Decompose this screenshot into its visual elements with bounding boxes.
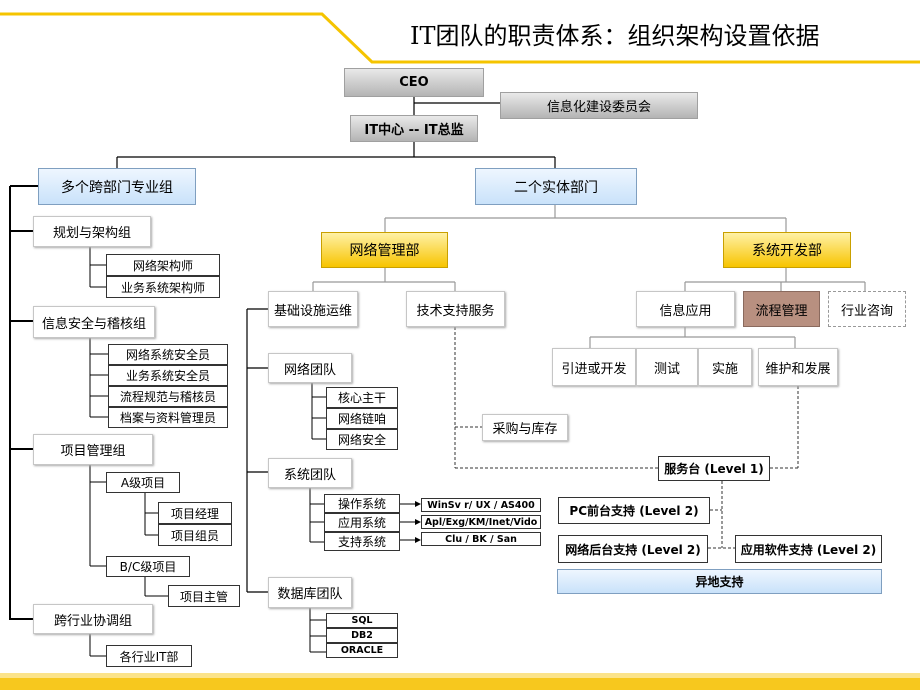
infra-ops[interactable]: 基础设施运维	[268, 291, 358, 327]
list-item[interactable]: 网络系统安全员	[108, 344, 228, 365]
list-item[interactable]: 项目组员	[158, 524, 232, 546]
system-team[interactable]: 系统团队	[268, 458, 352, 488]
footer-band	[0, 678, 920, 690]
page-title: IT团队的职责体系：组织架构设置依据	[410, 22, 820, 50]
network-support[interactable]: 网络后台支持 (Level 2)	[558, 535, 708, 563]
sysdev-dept[interactable]: 系统开发部	[723, 232, 851, 268]
a-level-project[interactable]: A级项目	[106, 472, 180, 493]
industry-consult[interactable]: 行业咨询	[828, 291, 906, 327]
os-detail: WinSv r/ UX / AS400	[421, 498, 541, 512]
support-detail: Clu / BK / San	[421, 532, 541, 546]
list-item[interactable]: ORACLE	[326, 643, 398, 658]
app-software-support[interactable]: 应用软件支持 (Level 2)	[735, 535, 882, 563]
list-item[interactable]: 项目主管	[168, 585, 240, 607]
app-system-item[interactable]: 应用系统	[324, 513, 400, 532]
list-item[interactable]: 档案与资料管理员	[108, 407, 228, 428]
header-accent-line	[0, 12, 920, 64]
list-item[interactable]: 各行业IT部	[106, 645, 192, 667]
list-item[interactable]: 网络架构师	[106, 254, 220, 276]
cross-industry-group[interactable]: 跨行业协调组	[33, 604, 153, 634]
list-item[interactable]: 流程规范与稽核员	[108, 386, 228, 407]
planning-group[interactable]: 规划与架构组	[33, 216, 151, 247]
phase-implement[interactable]: 实施	[698, 348, 752, 386]
network-dept[interactable]: 网络管理部	[321, 232, 448, 268]
ceo-box[interactable]: CEO	[344, 68, 484, 97]
list-item[interactable]: SQL	[326, 613, 398, 628]
app-detail: Apl/Exg/KM/Inet/Vido	[421, 515, 541, 529]
list-item[interactable]: DB2	[326, 628, 398, 643]
list-item[interactable]: 核心主干	[326, 387, 398, 408]
tech-support[interactable]: 技术支持服务	[406, 291, 505, 327]
phase-maintain[interactable]: 维护和发展	[758, 348, 838, 386]
info-app[interactable]: 信息应用	[636, 291, 735, 327]
security-group[interactable]: 信息安全与稽核组	[33, 306, 155, 338]
cross-dept-groups-header[interactable]: 多个跨部门专业组	[38, 168, 196, 205]
list-item[interactable]: 业务系统安全员	[108, 365, 228, 386]
list-item[interactable]: 网络安全	[326, 429, 398, 450]
database-team[interactable]: 数据库团队	[268, 577, 352, 608]
pc-support[interactable]: PC前台支持 (Level 2)	[558, 497, 710, 524]
phase-introduce[interactable]: 引进或开发	[552, 348, 636, 386]
list-item[interactable]: 网络链咱	[326, 408, 398, 429]
service-desk[interactable]: 服务台 (Level 1)	[658, 456, 770, 481]
list-item[interactable]: 项目经理	[158, 502, 232, 524]
list-item[interactable]: 业务系统架构师	[106, 276, 220, 298]
phase-test[interactable]: 测试	[636, 348, 698, 386]
process-mgmt[interactable]: 流程管理	[743, 291, 820, 327]
purchase-inventory[interactable]: 采购与库存	[482, 414, 568, 441]
two-departments-header[interactable]: 二个实体部门	[475, 168, 637, 205]
project-group[interactable]: 项目管理组	[33, 434, 153, 465]
it-center-box[interactable]: IT中心 -- IT总监	[350, 115, 478, 142]
committee-box[interactable]: 信息化建设委员会	[500, 92, 698, 119]
remote-support[interactable]: 异地支持	[557, 569, 882, 594]
bc-level-project[interactable]: B/C级项目	[106, 556, 190, 577]
os-item[interactable]: 操作系统	[324, 494, 400, 513]
support-system-item[interactable]: 支持系统	[324, 532, 400, 551]
network-team[interactable]: 网络团队	[268, 353, 352, 383]
